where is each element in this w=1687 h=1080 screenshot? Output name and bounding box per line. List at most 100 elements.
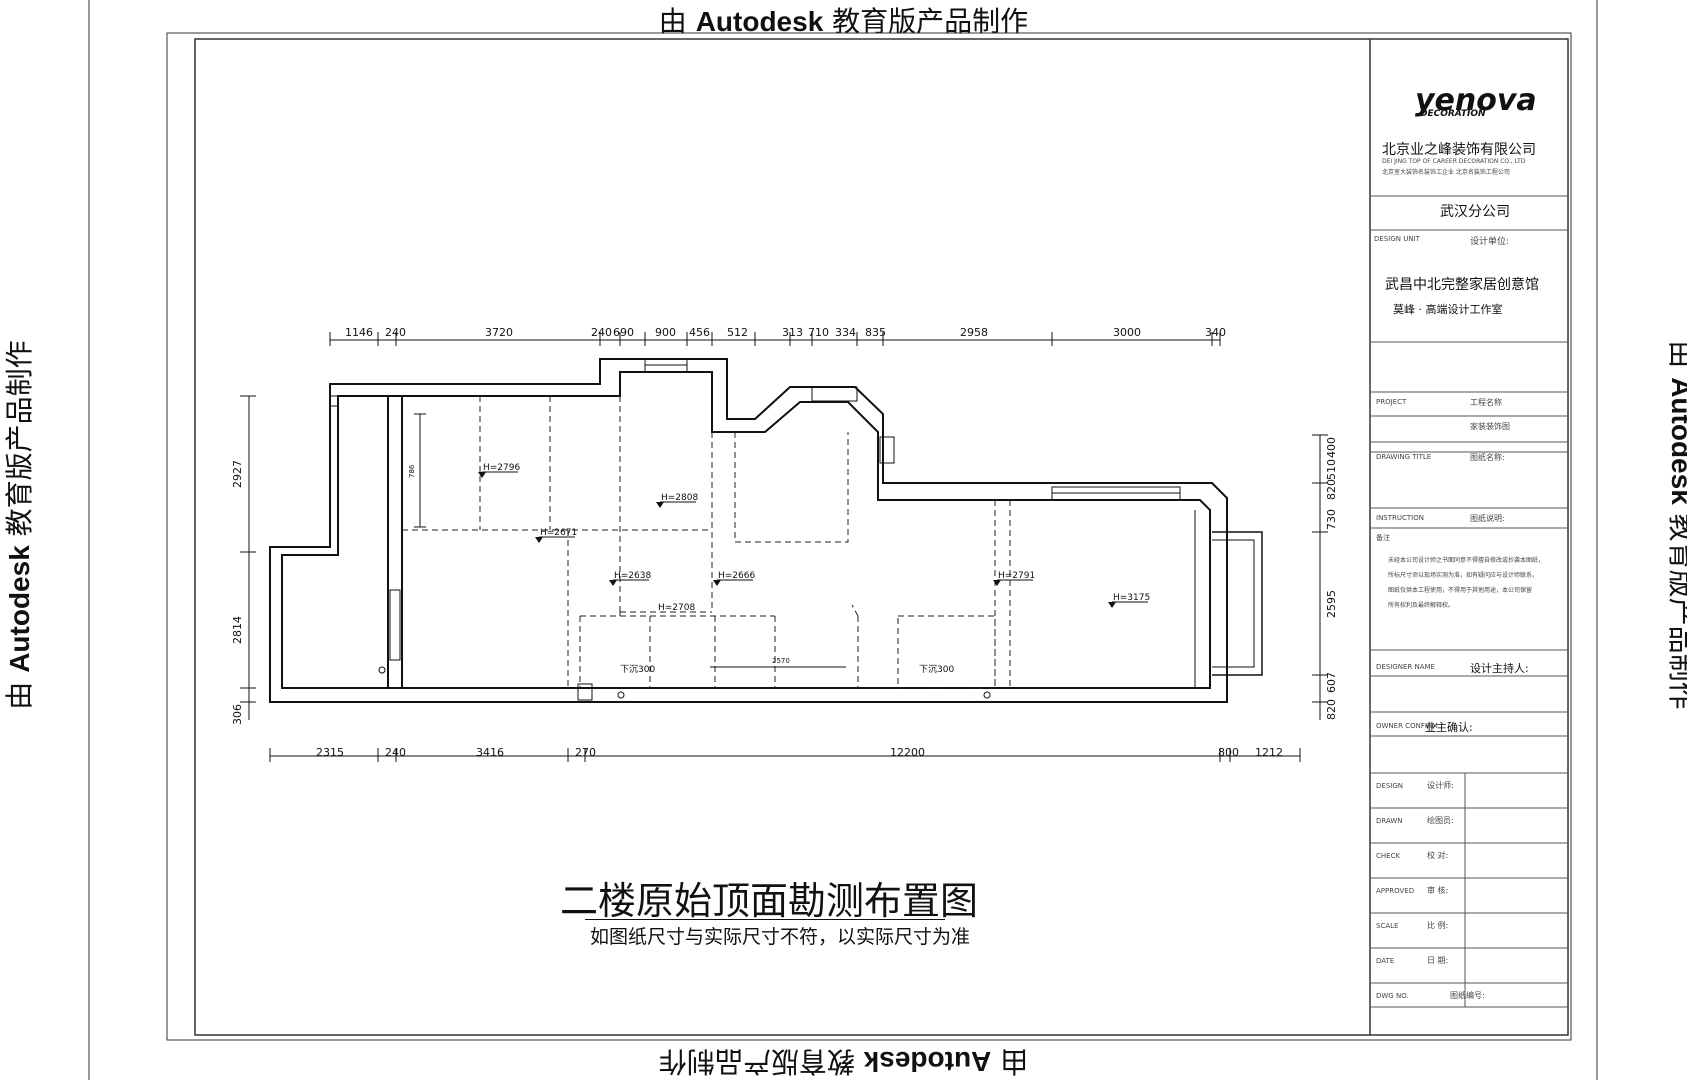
dim-label: 340 [1205, 326, 1226, 339]
right-dimension-line [1312, 434, 1328, 720]
top-dimension-labels: 1146 240 3720 240 690 900 456 512 313 71… [345, 326, 1226, 339]
height-label: H=2708 [658, 603, 695, 613]
dim-label: 240 [385, 746, 406, 759]
left-dimension-labels: 2927 2814 306 [231, 460, 244, 725]
design-en: DESIGN [1376, 782, 1403, 790]
dim-label: 240 [591, 326, 612, 339]
dim-label: 12200 [890, 746, 925, 759]
height-label: H=2638 [614, 571, 651, 581]
dim-label: 607 [1325, 672, 1338, 693]
approved-label: 审 核: [1427, 886, 1449, 895]
dim-label: 2315 [316, 746, 344, 759]
sheet-border [88, 0, 1598, 1080]
check-label: 校 对: [1427, 851, 1449, 860]
ceiling-outlines [402, 396, 1011, 689]
notes-line: 所有权利及最终解释权。 [1388, 602, 1455, 609]
dwg-no-en: DWG NO. [1376, 992, 1409, 1000]
title-underline [585, 919, 945, 920]
fixtures [378, 413, 991, 701]
dim-label: 820 [1325, 699, 1338, 720]
company-name: 北京业之峰装饰有限公司 [1382, 142, 1536, 158]
owner-label: 业主确认: [1425, 721, 1473, 734]
studio-name: 武昌中北完整家居创意馆 [1385, 277, 1539, 293]
designer-label: 设计主持人: [1470, 662, 1529, 675]
dim-label: 400 [1325, 437, 1338, 458]
height-label: H=2791 [998, 571, 1035, 581]
drawing-title: 二楼原始顶面勘测布置图 [560, 879, 979, 923]
drawing-note: 如图纸尺寸与实际尺寸不符，以实际尺寸为准 [590, 926, 971, 948]
drawing-title-en: DRAWING TITLE [1376, 453, 1432, 461]
left-dimension-line [240, 395, 256, 720]
inner-dim: 2570 [772, 657, 790, 665]
project-value: 家装装饰图 [1470, 422, 1510, 431]
inner-dim: 786 [408, 464, 416, 478]
room-label: 下沉300 [620, 664, 655, 675]
dim-label: 3416 [476, 746, 504, 759]
height-label: H=2666 [718, 571, 755, 581]
project-en: PROJECT [1376, 398, 1407, 406]
title-block-grid [1370, 195, 1568, 1008]
floor-plan-walls [269, 358, 1263, 703]
dim-label: 512 [727, 326, 748, 339]
dim-label: 270 [575, 746, 596, 759]
dim-label: 313 [782, 326, 803, 339]
height-labels: H=2796 H=2671 H=2808 H=2638 H=2666 H=270… [408, 463, 1150, 675]
dim-label: 3720 [485, 326, 513, 339]
dim-label: 1146 [345, 326, 373, 339]
company-name-en: DEI JING TOP OF CAREER DECORATION CO., L… [1382, 158, 1526, 165]
design-unit-en: DESIGN UNIT [1374, 235, 1420, 243]
check-en: CHECK [1376, 852, 1401, 860]
project-label: 工程名称 [1470, 398, 1502, 407]
dim-label: 690 [613, 326, 634, 339]
dim-label: 334 [835, 326, 856, 339]
room-label: 下沉300 [919, 664, 954, 675]
dim-label: 240 [385, 326, 406, 339]
top-dimension-line [329, 332, 1221, 346]
dim-label: 306 [231, 704, 244, 725]
design-unit-label: 设计单位: [1470, 237, 1510, 247]
dim-label: 456 [689, 326, 710, 339]
dim-label: 900 [655, 326, 676, 339]
notes-line: 所标尺寸须以现场实测为准，如有疑问应与设计师联系， [1388, 572, 1539, 579]
scale-en: SCALE [1376, 922, 1399, 930]
bottom-dimension-labels: 2315 240 3416 270 12200 800 1212 [316, 746, 1283, 759]
studio-sub: 莫峰 · 高端设计工作室 [1393, 303, 1503, 316]
owner-en: OWNER CONFIRM [1376, 722, 1438, 730]
dim-label: 1212 [1255, 746, 1283, 759]
height-markers [478, 471, 1148, 608]
svg-text:DECORATION: DECORATION [1420, 109, 1486, 119]
dim-label: 2814 [231, 616, 244, 644]
notes-line: 未经本公司设计师之书面同意不得擅自修改或抄袭本图纸， [1388, 557, 1545, 564]
dwg-no-label: 图纸编号: [1450, 991, 1485, 1000]
dim-label: 710 [808, 326, 829, 339]
instruction-en: INSTRUCTION [1376, 514, 1424, 522]
bottom-dimension-line [269, 748, 1301, 762]
date-en: DATE [1376, 957, 1395, 965]
height-label: H=2671 [540, 528, 577, 538]
drawn-label: 绘图员: [1427, 816, 1454, 825]
height-label: H=3175 [1113, 593, 1150, 603]
approved-en: APPROVED [1376, 887, 1415, 895]
drawing-title-label: 图纸名称: [1470, 453, 1505, 462]
right-dimension-labels: 400 510 820 730 2595 607 820 [1325, 437, 1338, 720]
scale-label: 比 例: [1427, 921, 1449, 930]
instruction-label: 图纸说明: [1470, 514, 1505, 523]
designer-en: DESIGNER NAME [1376, 663, 1435, 671]
company-logo: yenova DECORATION [1415, 83, 1537, 119]
height-label: H=2808 [661, 493, 698, 503]
windows [329, 358, 1181, 661]
dim-label: 2927 [231, 460, 244, 488]
notes-line: 图纸仅供本工程使用，不得用于其他用途，本公司保留 [1388, 587, 1533, 594]
date-label: 日 期: [1427, 956, 1449, 965]
dim-label: 3000 [1113, 326, 1141, 339]
drawn-en: DRAWN [1376, 817, 1403, 825]
dim-label: 820 [1325, 479, 1338, 500]
design-label: 设计师: [1427, 781, 1454, 790]
notes-label: 备注 [1376, 534, 1390, 542]
company-subtitle: 北京室大装饰名装饰工企业 北京名装饰工程公司 [1382, 169, 1510, 176]
branch-name: 武汉分公司 [1440, 204, 1510, 220]
dim-label: 800 [1218, 746, 1239, 759]
dim-label: 835 [865, 326, 886, 339]
